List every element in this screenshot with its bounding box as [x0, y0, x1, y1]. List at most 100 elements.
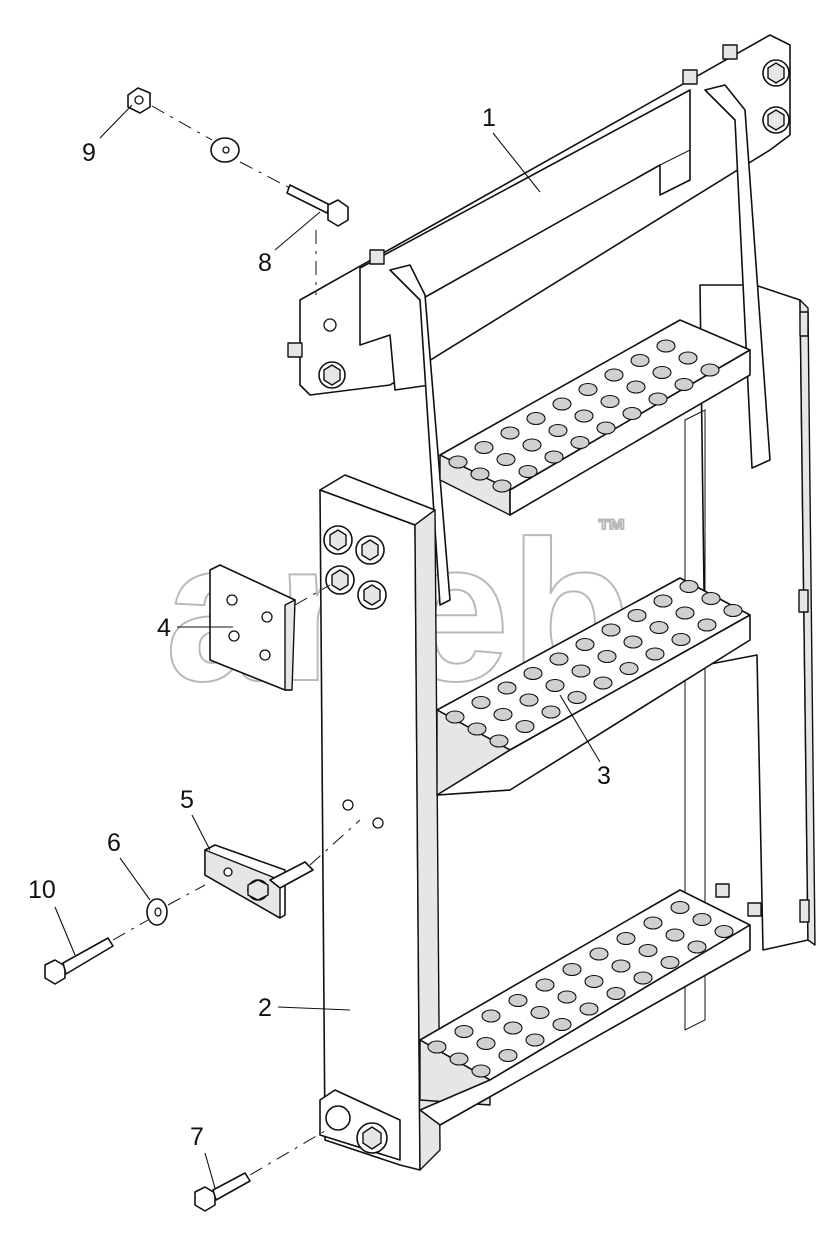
step-1: [439, 319, 751, 516]
tread-perforation: [653, 594, 673, 608]
callout-7: 7: [190, 1123, 216, 1189]
tread-perforation: [575, 637, 595, 652]
part-5-bracket: [204, 819, 361, 919]
callout-1-label: 1: [482, 104, 496, 132]
tread-perforation: [687, 940, 707, 954]
tread-perforation: [515, 719, 535, 734]
tread-perforation: [503, 1021, 523, 1035]
tread-perforation: [467, 722, 487, 736]
tread-perforation: [570, 435, 590, 450]
tread-perforation: [500, 426, 520, 440]
tread-perforation: [630, 353, 650, 368]
tread-perforation: [548, 423, 568, 438]
tread-perforation: [600, 394, 620, 409]
tread-perforation: [578, 382, 598, 397]
part-7-bolt: [194, 1127, 331, 1212]
part-2-main-rail: [319, 474, 441, 1171]
tread-perforation: [656, 339, 676, 353]
tread-perforation: [674, 377, 694, 392]
tread-perforation: [567, 690, 587, 705]
tread-perforation: [679, 579, 699, 594]
tread-perforation: [519, 693, 539, 707]
tread-perforation: [449, 1052, 469, 1066]
tread-perforation: [535, 978, 555, 992]
tread-perforation: [606, 986, 626, 1001]
callout-6-label: 6: [107, 829, 121, 857]
tread-perforation: [643, 916, 663, 930]
tread-perforation: [557, 990, 577, 1004]
tread-perforation: [596, 421, 616, 435]
tread-perforation: [678, 351, 698, 365]
tread-perforation: [574, 409, 594, 423]
tread-perforation: [562, 962, 582, 977]
tread-perforation: [622, 406, 642, 421]
part-6-washer: [146, 884, 206, 926]
tread-perforation: [660, 955, 680, 970]
tread-perforation: [604, 368, 624, 382]
tread-perforation: [541, 705, 561, 719]
rear-rail: [699, 284, 816, 951]
tread-perforation: [471, 695, 491, 710]
tread-perforation: [723, 603, 743, 618]
tread-perforation: [649, 620, 669, 635]
tread-perforation: [489, 734, 509, 748]
tread-perforation: [619, 661, 639, 676]
watermark-tm: ™: [597, 514, 627, 547]
tread-perforation: [701, 591, 721, 606]
tread-perforation: [530, 1005, 550, 1020]
tread-perforation: [552, 397, 572, 411]
tread-perforation: [508, 993, 528, 1008]
tread-perforation: [481, 1009, 501, 1023]
callout-2: 2: [258, 994, 351, 1022]
tread-perforation: [523, 666, 543, 681]
tread-perforation: [671, 632, 691, 647]
tread-perforation: [492, 479, 512, 493]
tread-perforation: [427, 1040, 447, 1054]
callout-1: 1: [482, 104, 541, 193]
tread-perforation: [471, 1064, 491, 1078]
tread-perforation: [627, 608, 647, 623]
part-8-bolt: [286, 184, 349, 295]
tread-perforation: [445, 710, 465, 724]
tread-perforation: [544, 450, 564, 464]
step-3: [419, 883, 762, 1126]
tread-perforation: [493, 707, 513, 722]
tread-perforation: [638, 943, 658, 958]
tread-perforation: [665, 928, 685, 942]
step-2: [436, 577, 751, 796]
tread-perforation: [623, 635, 643, 649]
tread-perforation: [700, 363, 720, 377]
part-9-nut: [127, 87, 291, 189]
tread-perforation: [498, 1048, 518, 1063]
tread-perforation: [454, 1024, 474, 1039]
middle-rail: [684, 409, 706, 1031]
tread-perforation: [496, 452, 516, 467]
tread-perforation: [675, 606, 695, 620]
callout-7-label: 7: [190, 1123, 204, 1151]
callout-10: 10: [28, 876, 76, 956]
tread-perforation: [616, 931, 636, 946]
callout-3-label: 3: [597, 762, 611, 790]
tread-perforation: [545, 678, 565, 693]
callout-6: 6: [107, 829, 151, 901]
tread-perforation: [626, 380, 646, 394]
tread-perforation: [584, 974, 604, 989]
part-4-plate: [209, 564, 331, 691]
tread-perforation: [633, 971, 653, 985]
callout-8-label: 8: [258, 249, 272, 277]
tread-perforation: [571, 664, 591, 678]
tread-perforation: [611, 959, 631, 973]
callout-2-label: 2: [258, 994, 272, 1022]
tread-perforation: [579, 1002, 599, 1016]
tread-perforation: [593, 676, 613, 690]
tread-perforation: [692, 912, 712, 927]
callout-5-label: 5: [180, 786, 194, 814]
callouts: 1 2 3 4 5 6 7 8: [28, 104, 611, 1189]
callout-4-label: 4: [157, 614, 171, 642]
tread-perforation: [549, 652, 569, 666]
tread-perforation: [448, 455, 468, 469]
tread-perforation: [470, 467, 490, 481]
callout-9-label: 9: [82, 139, 96, 167]
